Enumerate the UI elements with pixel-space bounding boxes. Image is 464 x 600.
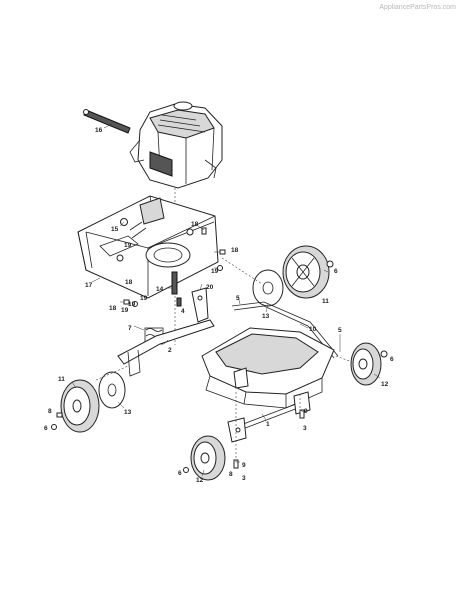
part-2-axle-bracket[interactable]: [117, 319, 215, 377]
callout-8: 8: [48, 408, 52, 415]
callout-3: 3: [303, 425, 307, 432]
bracket-9-right[interactable]: [293, 391, 311, 415]
callout-6: 6: [44, 425, 48, 432]
wheel-12-left[interactable]: [190, 435, 226, 481]
fastener-3-right[interactable]: [299, 409, 305, 419]
callout-19: 19: [211, 268, 219, 275]
callout-8: 8: [229, 471, 233, 478]
deck-plate[interactable]: [77, 195, 219, 299]
callout-5: 5: [236, 295, 240, 302]
hubcap-13-left[interactable]: [98, 371, 126, 409]
callout-4: 4: [181, 308, 185, 315]
wheel-11-left[interactable]: [60, 379, 100, 433]
engine-assembly[interactable]: [129, 101, 223, 189]
part-16-rod[interactable]: [83, 109, 131, 134]
callout-7: 7: [128, 325, 132, 332]
washer-6-lower[interactable]: [183, 467, 189, 473]
callout-13: 13: [124, 409, 132, 416]
part-10-rod[interactable]: [231, 301, 339, 359]
fastener-18-right[interactable]: [219, 249, 226, 255]
callout-2: 2: [168, 347, 172, 354]
washer-6-right-rear[interactable]: [380, 350, 388, 358]
callout-6: 6: [334, 268, 338, 275]
callout-12: 12: [381, 381, 389, 388]
callout-6: 6: [178, 470, 182, 477]
washer-6-left[interactable]: [51, 424, 57, 430]
callout-19: 19: [140, 295, 148, 302]
callout-12: 12: [196, 477, 204, 484]
callout-18: 18: [191, 221, 199, 228]
mower-housing[interactable]: [201, 327, 335, 409]
callout-17: 17: [85, 282, 93, 289]
callout-13: 13: [262, 313, 270, 320]
callout-18: 18: [109, 305, 117, 312]
callout-5: 5: [338, 327, 342, 334]
callout-9: 9: [242, 462, 246, 469]
hubcap-13-right[interactable]: [252, 269, 284, 307]
fastener-18-upper[interactable]: [201, 227, 207, 235]
bracket-9-left[interactable]: [227, 417, 247, 443]
callout-20: 20: [206, 284, 214, 291]
callout-11: 11: [322, 298, 329, 305]
callout-19: 19: [121, 307, 129, 314]
washer-6-right-front[interactable]: [326, 260, 334, 268]
bolt-14[interactable]: [171, 271, 178, 295]
fastener-19-right[interactable]: [217, 265, 223, 271]
callout-18: 18: [231, 247, 239, 254]
wheel-12-right[interactable]: [350, 342, 382, 386]
callout-9: 9: [304, 408, 308, 415]
callout-3: 3: [242, 475, 246, 482]
callout-19: 19: [124, 242, 132, 249]
watermark-text: AppliancePartsPros.com: [379, 4, 456, 11]
wheel-11-right[interactable]: [282, 245, 330, 299]
callout-15: 15: [111, 226, 119, 233]
callout-1: 1: [266, 421, 270, 428]
fastener-19-left[interactable]: [132, 301, 138, 307]
part-20-bracket[interactable]: [191, 287, 209, 323]
callout-14: 14: [156, 286, 164, 293]
callout-16: 16: [95, 127, 103, 134]
bolt-8-left[interactable]: [56, 412, 63, 418]
callout-6: 6: [390, 356, 394, 363]
callout-11: 11: [58, 376, 65, 383]
callout-18: 18: [125, 279, 133, 286]
bolt-4[interactable]: [176, 297, 182, 307]
callout-10: 10: [309, 326, 317, 333]
callout-19: 19: [128, 301, 136, 308]
